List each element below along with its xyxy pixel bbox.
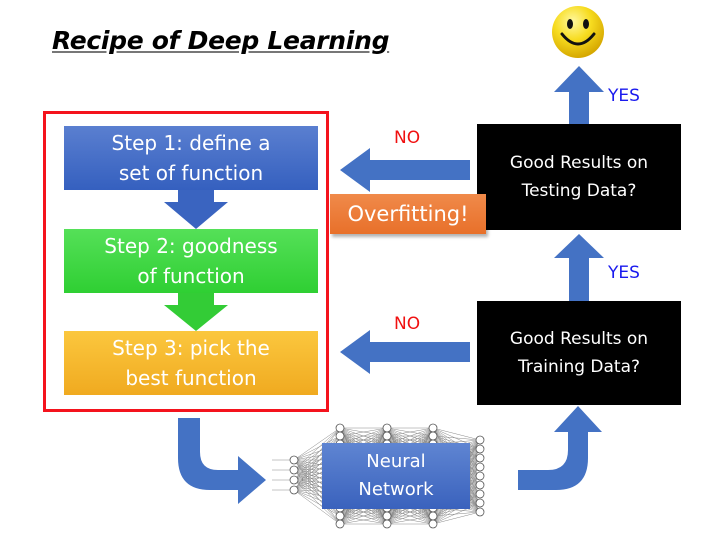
arrow-no-testing (340, 148, 470, 192)
network-edge (432, 435, 481, 450)
network-node (382, 431, 392, 441)
network-node (335, 511, 345, 521)
network-node (335, 423, 345, 433)
network-edge (293, 479, 341, 525)
testing-line1: Good Results on (509, 153, 649, 173)
network-edge (293, 435, 341, 471)
testing-line2: Testing Data? (521, 181, 637, 201)
network-edge (432, 502, 481, 525)
arrow-step1-to-step2 (164, 190, 228, 229)
network-edge (293, 435, 341, 461)
network-edge (339, 515, 388, 525)
network-edge (432, 502, 481, 517)
network-node (475, 471, 485, 481)
smiley-face-icon (552, 6, 604, 58)
network-node (428, 519, 438, 529)
network-node (475, 480, 485, 490)
network-node (382, 423, 392, 433)
network-node (289, 475, 299, 485)
training-decision-box: Good Results on Training Data? (477, 301, 681, 405)
arrow-yes-testing (554, 66, 604, 124)
network-edge (293, 427, 341, 491)
arrow-to-training (518, 406, 602, 490)
network-node (475, 435, 485, 445)
step-2-line1: Step 2: goodness (104, 234, 278, 258)
network-edge (386, 427, 434, 445)
step-3-line2: best function (125, 366, 257, 390)
network-edge (386, 507, 434, 525)
arrow-to-network (178, 418, 266, 504)
no-training-label: NO (394, 314, 421, 334)
network-node (382, 511, 392, 521)
step-1-line1: Step 1: define a (111, 131, 271, 155)
diagram-title: Recipe of Deep Learning (52, 26, 390, 55)
network-node (335, 519, 345, 529)
network-edge (293, 469, 341, 525)
network-node (475, 498, 485, 508)
network-node (335, 431, 345, 441)
network-edge (432, 435, 481, 441)
steps-frame (43, 111, 329, 412)
network-edge (432, 427, 481, 450)
yes-training-label: YES (608, 263, 640, 283)
step-3-box: Step 3: pick the best function (64, 331, 318, 395)
step-3-line1: Step 3: pick the (112, 336, 270, 360)
training-line1: Good Results on (509, 329, 649, 349)
network-node (289, 455, 299, 465)
network-edge (432, 427, 481, 441)
network-node (382, 519, 392, 529)
network-line2: Network (358, 479, 434, 500)
network-edge (293, 427, 341, 481)
network-edge (293, 427, 341, 471)
network-node (428, 511, 438, 521)
network-node (289, 465, 299, 475)
yes-testing-label: YES (608, 86, 640, 106)
network-edge (293, 489, 341, 517)
network-node (428, 423, 438, 433)
network-edge (293, 427, 341, 461)
network-edge (386, 427, 434, 437)
network-edge (293, 489, 341, 525)
network-edge (339, 507, 388, 525)
network-node (475, 462, 485, 472)
step-2-box: Step 2: goodness of function (64, 229, 318, 293)
network-edge (386, 515, 434, 525)
network-edge (339, 427, 388, 437)
network-node (475, 489, 485, 499)
network-edge (432, 511, 481, 517)
arrow-yes-training (554, 234, 604, 301)
training-line2: Training Data? (517, 357, 641, 377)
step-2-line2: of function (137, 264, 245, 288)
network-edge (339, 427, 388, 445)
network-node (475, 507, 485, 517)
overfitting-badge: Overfitting! (330, 194, 486, 234)
testing-decision-box: Good Results on Testing Data? (477, 124, 681, 230)
network-node (289, 485, 299, 495)
network-edge (293, 479, 341, 517)
network-edge (432, 493, 481, 525)
network-edge (432, 511, 481, 525)
network-node (428, 431, 438, 441)
network-edge (293, 459, 341, 525)
no-testing-label: NO (394, 128, 421, 148)
network-line1: Neural (366, 451, 426, 472)
network-node (475, 444, 485, 454)
network-node (475, 453, 485, 463)
arrow-step2-to-step3 (164, 293, 228, 331)
step-1-box: Step 1: define a set of function (64, 126, 318, 190)
arrow-no-training (340, 330, 470, 374)
step-1-line2: set of function (118, 161, 264, 185)
